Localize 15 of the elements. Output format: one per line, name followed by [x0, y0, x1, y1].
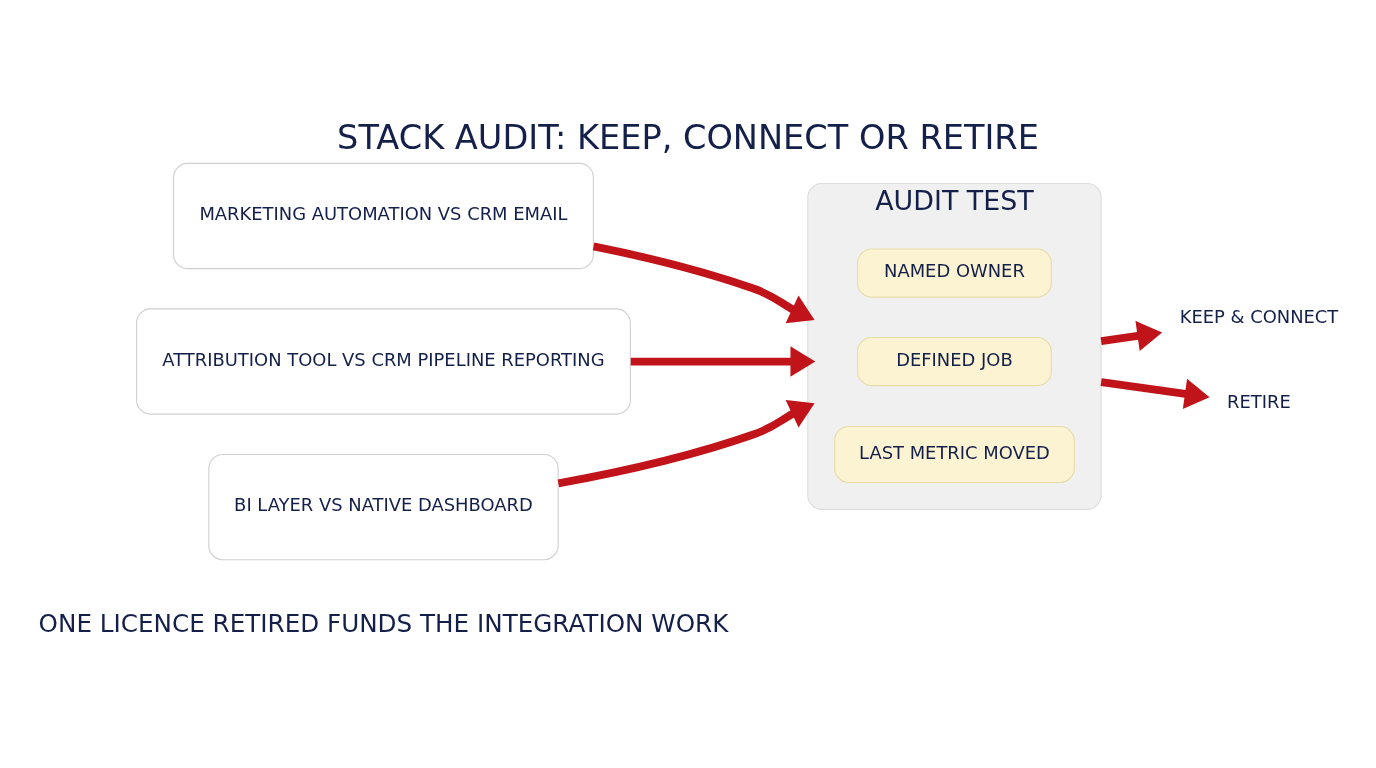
node-box: ATTRIBUTION TOOL VS CRM PIPELINE REPORTING — [136, 307, 631, 415]
node-box: LAST METRIC MOVED — [834, 425, 1075, 483]
arrow — [1100, 320, 1163, 351]
caption: ONE LICENCE RETIRED FUNDS THE INTEGRATION WORK — [38, 608, 729, 638]
arrow — [1100, 377, 1210, 409]
arrow — [592, 242, 815, 323]
arrow — [557, 399, 815, 487]
node-box: NAMED OWNER — [857, 247, 1052, 298]
node-box: DEFINED JOB — [857, 336, 1052, 386]
diagram-title: STACK AUDIT: KEEP, CONNECT OR RETIRE — [337, 117, 1039, 157]
node-box: MARKETING AUTOMATION VS CRM EMAIL — [173, 162, 594, 269]
arrow — [630, 345, 816, 377]
node-text: RETIRE — [1227, 390, 1291, 412]
node-box: BI LAYER VS NATIVE DASHBOARD — [208, 453, 559, 560]
node-text: KEEP & CONNECT — [1179, 305, 1339, 327]
